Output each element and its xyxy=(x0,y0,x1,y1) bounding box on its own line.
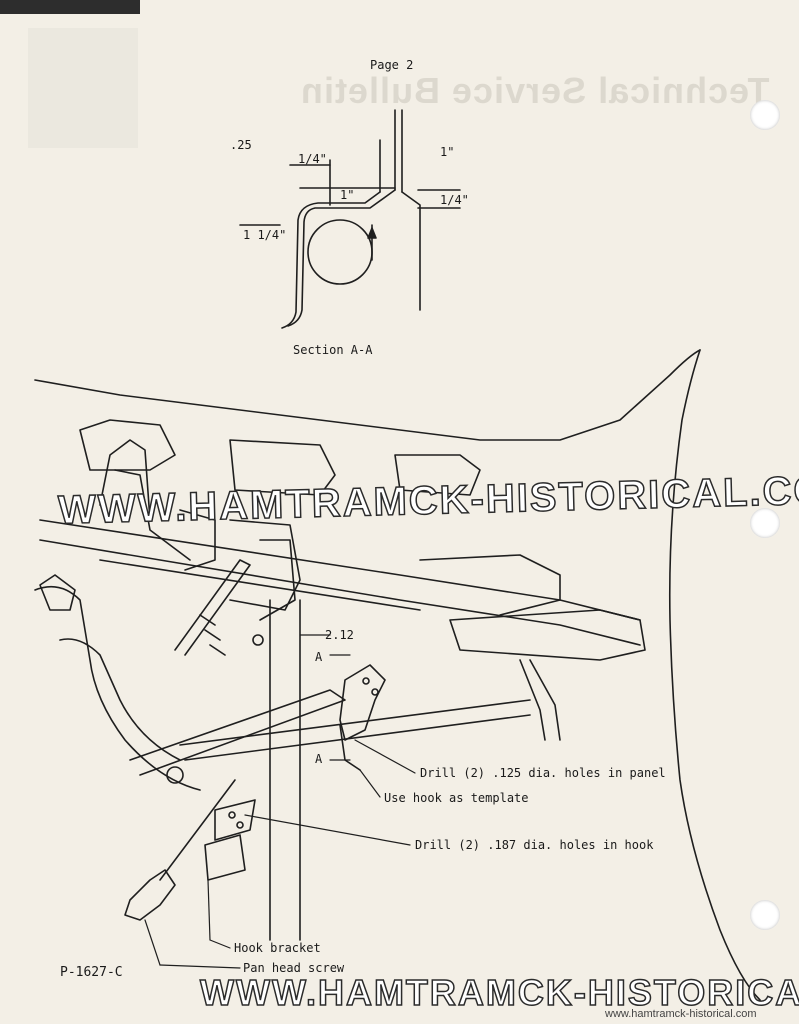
callout-drill-panel: Drill (2) .125 dia. holes in panel xyxy=(420,766,666,780)
section-aa-detail xyxy=(239,109,461,329)
watermark-small: www.hamtramck-historical.com xyxy=(605,1008,757,1020)
part-number: P-1627-C xyxy=(60,965,123,980)
callout-drill-hook: Drill (2) .187 dia. holes in hook xyxy=(415,838,654,852)
dim-one-right: 1" xyxy=(440,145,455,159)
section-caption: Section A-A xyxy=(293,343,373,357)
dim-25: .25 xyxy=(230,138,252,152)
section-marker-a-lower: A xyxy=(315,752,323,766)
dim-one-quarter: 1 1/4" xyxy=(243,228,287,242)
bleed-side-strip xyxy=(28,28,138,148)
mechanism xyxy=(34,439,646,941)
binder-hole-middle xyxy=(750,508,780,538)
leader-lines xyxy=(144,634,416,969)
scan-corner xyxy=(0,0,140,14)
callout-hook-template: Use hook as template xyxy=(384,791,529,805)
dim-quarter-right: 1/4" xyxy=(440,193,469,207)
dim-quarter-left: 1/4" xyxy=(298,152,327,166)
callout-hook-bracket: Hook bracket xyxy=(234,941,321,955)
page-number: Page 2 xyxy=(370,58,414,72)
door-panel-outline xyxy=(34,349,761,1001)
binder-hole-top xyxy=(750,100,780,130)
dim-one-center: 1" xyxy=(340,188,355,202)
section-marker-a-upper: A xyxy=(315,650,323,664)
watermark-bottom: WWW.HAMTRAMCK-HISTORICAL.COM xyxy=(199,971,799,1014)
dim-212: 2.12 xyxy=(325,628,354,642)
callout-pan-head-screw: Pan head screw xyxy=(243,961,345,975)
binder-hole-bottom xyxy=(750,900,780,930)
